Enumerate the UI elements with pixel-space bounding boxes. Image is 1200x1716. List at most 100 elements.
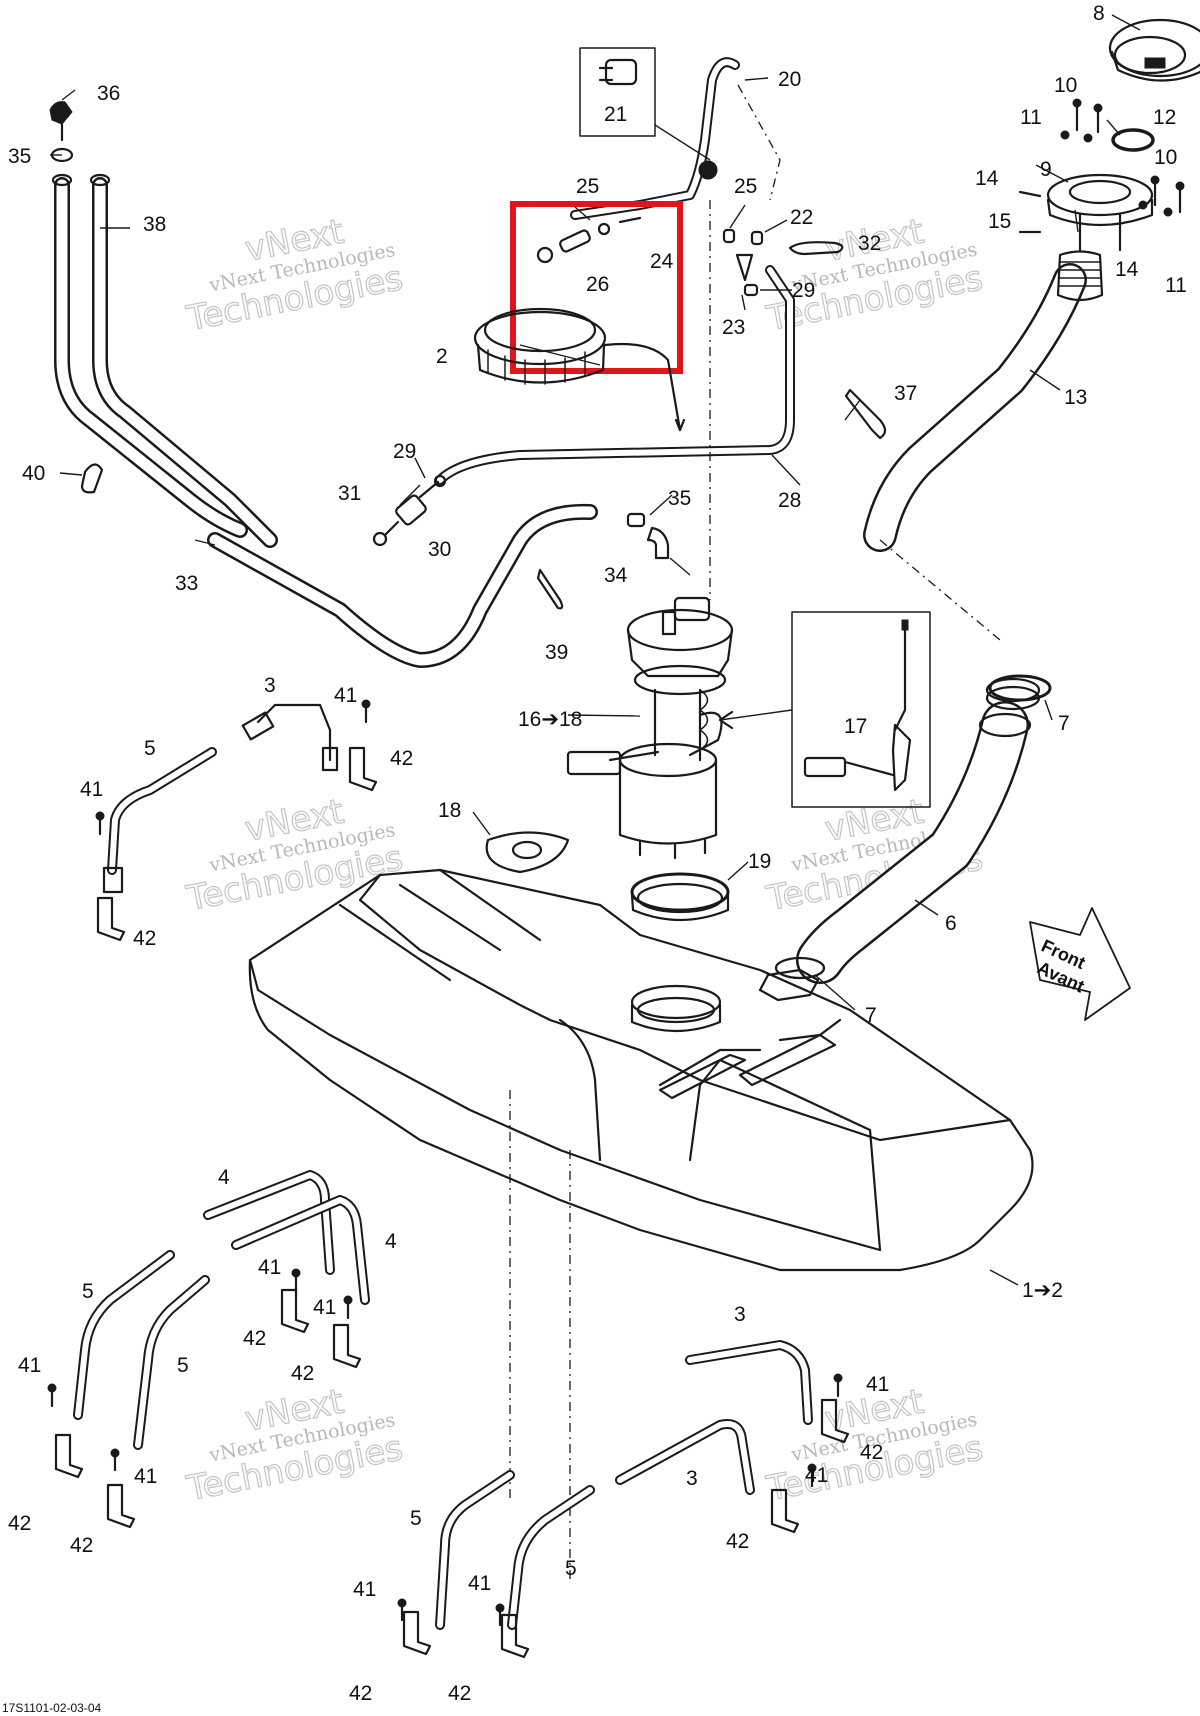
strap-5-lower-center <box>435 1470 595 1630</box>
callout-42: 42 <box>390 747 413 770</box>
detail-box-21 <box>579 47 718 180</box>
bolt-41-instances <box>47 699 843 1627</box>
callout-41: 41 <box>866 1373 889 1396</box>
callout-33: 33 <box>175 572 198 595</box>
callout-28: 28 <box>778 489 801 512</box>
clip-39 <box>536 568 564 610</box>
callout-42: 42 <box>860 1441 883 1464</box>
callout-41: 41 <box>313 1296 336 1319</box>
callout-24: 24 <box>650 250 674 273</box>
fuel-level-sender-17 <box>718 611 931 808</box>
watermark-mid-left: vNext vNext Technologies Technologies <box>182 791 406 920</box>
callout-29: 29 <box>393 440 416 463</box>
fitting-36 <box>49 101 74 163</box>
callout-25: 25 <box>734 175 757 198</box>
bracket-42-instances <box>54 746 850 1659</box>
callout-11: 11 <box>1020 106 1042 129</box>
elbow-34 <box>626 512 670 560</box>
highlight-box <box>510 201 683 374</box>
callout-5: 5 <box>177 1354 189 1377</box>
callout-34: 34 <box>604 564 628 587</box>
check-valve-26 <box>536 216 642 264</box>
callout-38: 38 <box>143 213 166 236</box>
callout-14: 14 <box>975 167 999 190</box>
leader-lines <box>50 14 1141 1286</box>
callout-42: 42 <box>8 1512 31 1535</box>
callout-13: 13 <box>1064 386 1087 409</box>
connectors-22-23 <box>722 228 764 297</box>
callout-25: 25 <box>576 175 599 198</box>
callout-41: 41 <box>134 1465 157 1488</box>
o-ring-12 <box>1111 128 1155 152</box>
strap-3-top <box>241 703 339 772</box>
callout-32: 32 <box>858 232 881 255</box>
callout-36: 36 <box>97 82 120 105</box>
callout-41: 41 <box>468 1572 491 1595</box>
callout-21: 21 <box>604 103 627 126</box>
callout-41: 41 <box>334 684 357 707</box>
fuel-pump-module-16 <box>566 596 734 860</box>
callout-35: 35 <box>8 145 31 168</box>
callout-29: 29 <box>792 279 815 302</box>
hose-20 <box>570 57 740 220</box>
callout-1: 1➔2 <box>1022 1279 1063 1302</box>
valve-30 <box>372 474 447 547</box>
neck-15 <box>1056 250 1104 302</box>
callout-19: 19 <box>748 850 771 873</box>
callout-41: 41 <box>353 1578 376 1601</box>
callout-23: 23 <box>722 316 745 339</box>
callout-40: 40 <box>22 462 45 485</box>
hose-28 <box>435 265 795 485</box>
callout-10: 10 <box>1154 146 1177 169</box>
clip-37 <box>844 388 887 440</box>
callout-14: 14 <box>1115 258 1139 281</box>
callout-2: 2 <box>436 345 448 368</box>
filler-hose-13 <box>863 263 1087 552</box>
callout-3: 3 <box>264 674 276 697</box>
clip-40 <box>80 463 104 494</box>
callout-31: 31 <box>338 482 361 505</box>
callout-8: 8 <box>1093 2 1105 25</box>
callout-7: 7 <box>1058 712 1070 735</box>
callout-41: 41 <box>18 1354 41 1377</box>
callout-42: 42 <box>349 1682 372 1705</box>
filler-flange-9 <box>1046 173 1154 252</box>
callout-35: 35 <box>668 487 691 510</box>
callout-42: 42 <box>448 1682 471 1705</box>
fuel-cap-8 <box>1108 18 1200 82</box>
callout-42: 42 <box>243 1327 266 1350</box>
diagram-code: 17S1101-02-03-04 <box>2 1701 102 1715</box>
fuel-tank-1 <box>248 868 1034 1272</box>
callout-5: 5 <box>144 737 156 760</box>
callout-12: 12 <box>1153 106 1176 129</box>
watermark-top-left: vNext vNext Technologies Technologies <box>182 211 406 340</box>
callout-41: 41 <box>805 1464 828 1487</box>
callout-39: 39 <box>545 641 568 664</box>
vent-hose-38 <box>51 173 278 548</box>
callout-41: 41 <box>80 778 103 801</box>
seal-ring-19 <box>630 872 730 922</box>
callout-5: 5 <box>410 1507 422 1530</box>
callout-42: 42 <box>291 1362 314 1385</box>
callout-3: 3 <box>686 1467 698 1490</box>
callout-26: 26 <box>586 273 609 296</box>
clamp-7-top <box>988 674 1052 702</box>
gasket-18 <box>485 831 570 874</box>
callout-6: 6 <box>945 912 957 935</box>
callout-5: 5 <box>82 1280 94 1303</box>
callout-22: 22 <box>790 206 813 229</box>
retaining-ring-2 <box>473 307 686 432</box>
callout-17: 17 <box>844 715 867 738</box>
clip-32 <box>788 241 844 256</box>
callout-18: 18 <box>438 799 461 822</box>
watermark-bottom-left: vNext vNext Technologies Technologies <box>182 1381 406 1510</box>
callout-5: 5 <box>565 1557 577 1580</box>
callout-9: 9 <box>1040 158 1052 181</box>
strap-3-lower-right <box>615 1340 813 1495</box>
callout-16: 16➔18 <box>518 708 582 731</box>
callout-42: 42 <box>726 1530 749 1553</box>
callout-11: 11 <box>1165 274 1187 297</box>
callout-42: 42 <box>70 1534 93 1557</box>
callout-15: 15 <box>988 210 1011 233</box>
callout-10: 10 <box>1054 74 1077 97</box>
